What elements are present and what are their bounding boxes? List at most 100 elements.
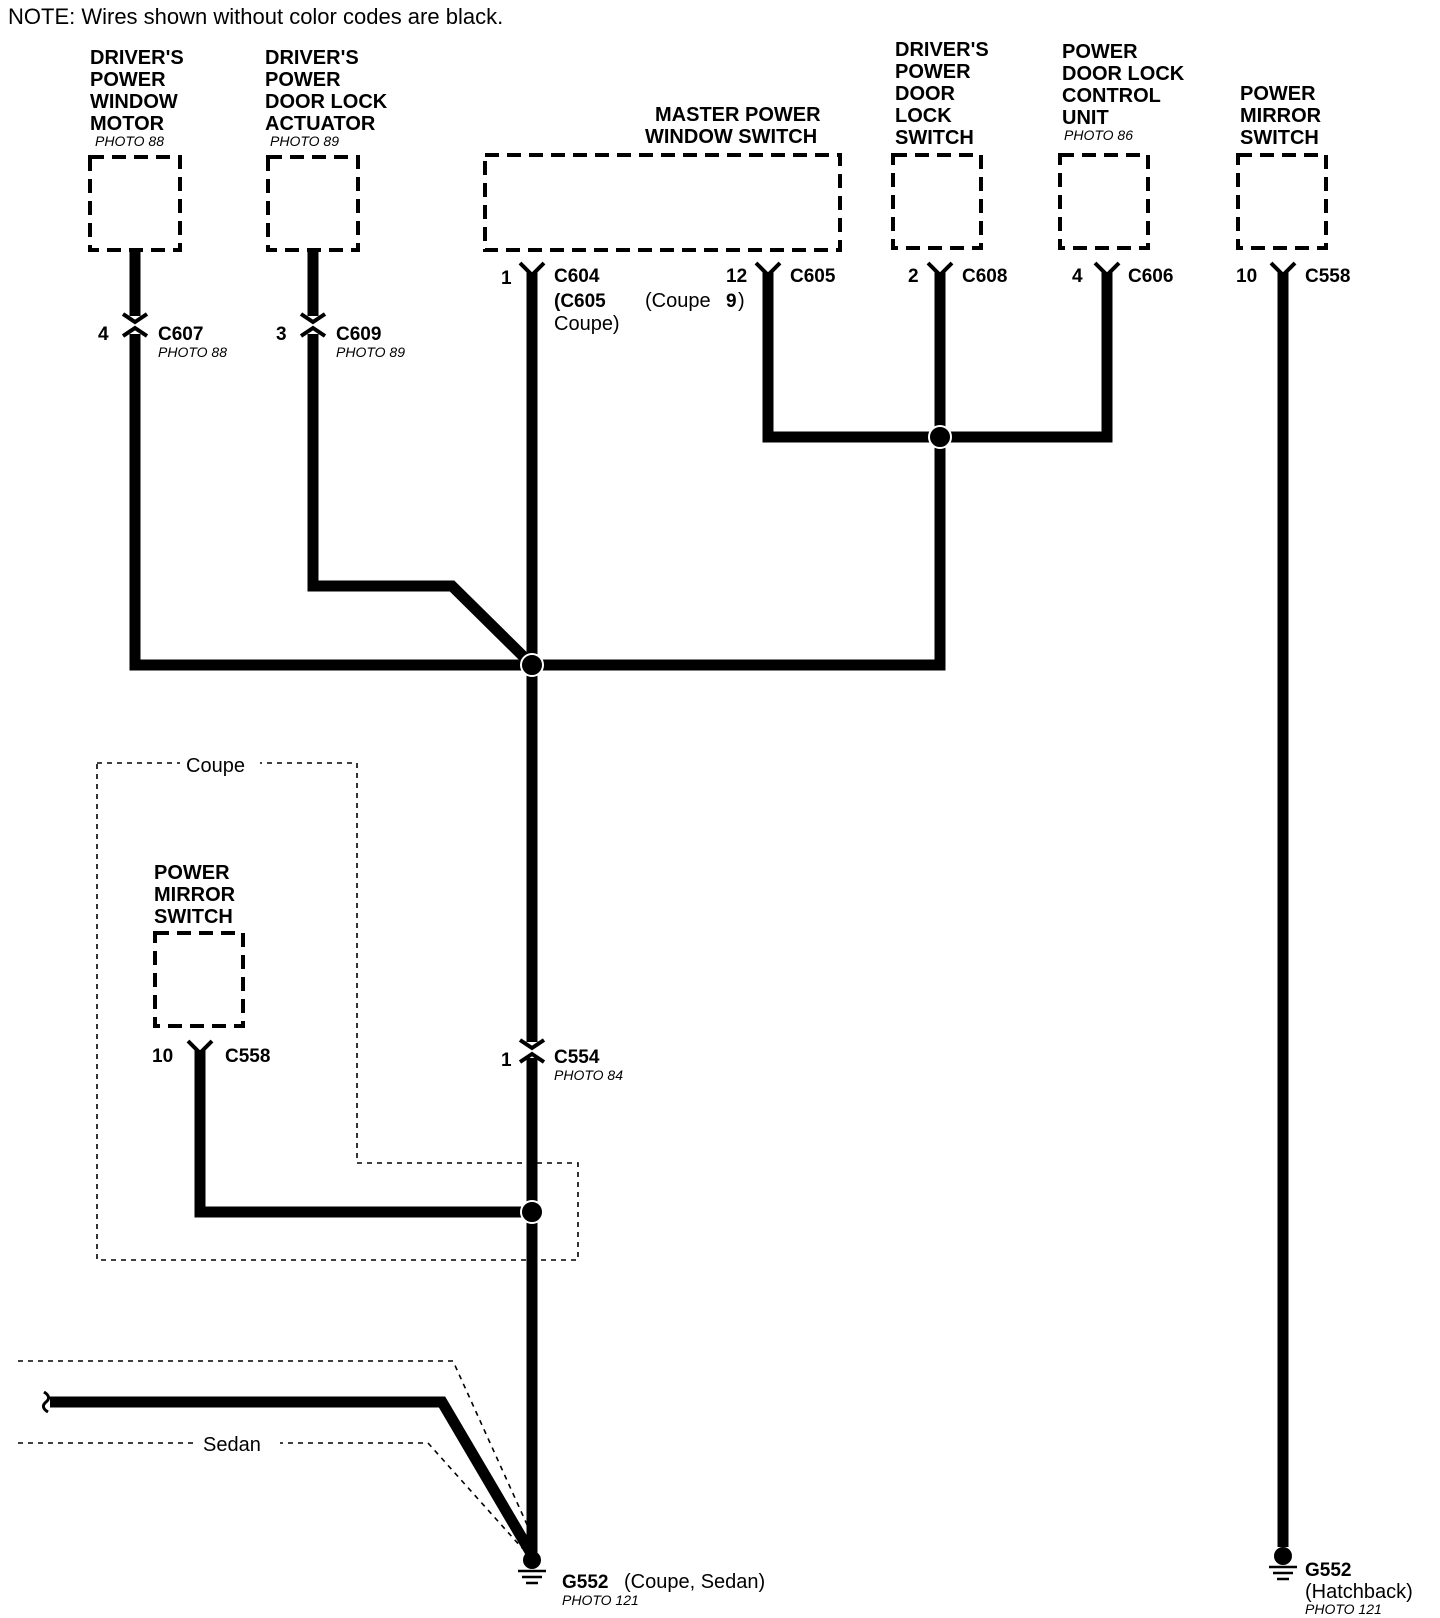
g552-main-variant: (Coupe, Sedan) [624, 1571, 765, 1593]
c607-name: C607 [158, 324, 203, 345]
label-line: DOOR LOCK [1062, 63, 1185, 85]
c606-pin: 4 [1072, 266, 1083, 287]
label-line: CONTROL [1062, 85, 1161, 107]
wire-door-lock-switch [532, 272, 946, 671]
sedan-label-bg [195, 1432, 280, 1456]
c558-hatchback-name: C558 [1305, 266, 1350, 287]
sedan-region-bottom-border [18, 1442, 523, 1549]
label-line: MASTER POWER [655, 104, 821, 126]
power-door-lock-control-unit-box [1058, 153, 1150, 250]
label-line: MIRROR [154, 884, 236, 906]
c609-photo: PHOTO 89 [336, 344, 405, 360]
wire-window-motor-lower [129, 333, 532, 671]
photo-ref: PHOTO 89 [270, 133, 339, 149]
c607-photo: PHOTO 88 [158, 344, 227, 360]
drivers-power-window-motor-box [88, 155, 182, 252]
wire-break-symbol [41, 1390, 51, 1414]
power-mirror-switch-hatchback-label: POWER MIRROR SWITCH [1240, 83, 1322, 149]
splice-main [520, 653, 544, 677]
c609-pin: 3 [276, 324, 287, 345]
c605-pin: 12 [726, 266, 747, 287]
photo-ref: PHOTO 88 [95, 133, 164, 149]
wire-sedan [50, 1396, 537, 1558]
wire-door-lock-actuator-lower [307, 333, 536, 669]
label-line: WINDOW SWITCH [645, 126, 817, 148]
g552-hatchback-ground-symbol [1269, 1547, 1297, 1581]
c604-alt-variant: Coupe) [554, 313, 620, 335]
g552-main-name: G552 [562, 1572, 608, 1593]
c606-name: C606 [1128, 266, 1173, 287]
power-door-lock-control-unit-label: POWER DOOR LOCK CONTROL UNIT PHOTO 86 [1062, 41, 1185, 143]
c604-pin: 1 [501, 268, 512, 289]
drivers-power-door-lock-switch-box [891, 153, 983, 250]
sedan-region-top-border [18, 1360, 535, 1541]
c554-photo: PHOTO 84 [554, 1067, 623, 1083]
c607-pin: 4 [98, 324, 109, 345]
photo-ref: PHOTO 86 [1064, 127, 1133, 143]
coupe-region-outline [96, 762, 579, 1261]
c554-name: C554 [554, 1047, 600, 1068]
power-mirror-switch-coupe-label: POWER MIRROR SWITCH [154, 862, 236, 928]
label-line: WINDOW [90, 91, 178, 113]
label-line: DRIVER'S [895, 39, 989, 61]
master-power-window-switch-box [483, 153, 842, 252]
c605-connector-symbol [754, 261, 782, 278]
label-line: POWER [265, 69, 341, 91]
c608-pin: 2 [908, 266, 919, 287]
g552-hatchback-variant: (Hatchback) [1305, 1581, 1413, 1603]
label-line: ACTUATOR [265, 113, 376, 135]
label-line: SWITCH [154, 906, 233, 928]
c609-name: C609 [336, 324, 381, 345]
c605-name: C605 [790, 266, 836, 287]
c608-name: C608 [962, 266, 1007, 287]
master-power-window-switch-label: MASTER POWER WINDOW SWITCH [645, 104, 821, 148]
c554-pin: 1 [501, 1050, 512, 1071]
label-line: UNIT [1062, 107, 1109, 129]
splice-coupe-mirror [520, 1200, 544, 1224]
coupe-label-bg [180, 752, 260, 776]
c558-coupe-pin: 10 [152, 1046, 173, 1067]
label-line: POWER [90, 69, 166, 91]
drivers-power-door-lock-actuator-label: DRIVER'S POWER DOOR LOCK ACTUATOR PHOTO … [265, 47, 388, 149]
power-mirror-switch-coupe-box [153, 931, 245, 1028]
label-line: LOCK [895, 105, 952, 127]
label-line: DOOR LOCK [265, 91, 388, 113]
sedan-region-label: Sedan [203, 1434, 261, 1456]
g552-main-ground-symbol [518, 1551, 546, 1585]
label-line: POWER [895, 61, 971, 83]
c558-hatchback-connector-symbol [1269, 261, 1297, 278]
g552-hatchback-name: G552 [1305, 1560, 1351, 1581]
c609-connector-symbol [299, 312, 327, 338]
drivers-power-window-motor-label: DRIVER'S POWER WINDOW MOTOR PHOTO 88 [90, 47, 184, 149]
label-line: POWER [1240, 83, 1316, 105]
power-mirror-switch-hatchback-box [1236, 153, 1328, 250]
c604-connector-symbol [518, 261, 546, 278]
c606-connector-symbol [1093, 261, 1121, 278]
g552-main-photo: PHOTO 121 [562, 1592, 639, 1608]
c604-alt-pin-label: (Coupe [645, 290, 711, 312]
splice-door-lock [928, 425, 952, 449]
label-line: DRIVER'S [265, 47, 359, 69]
c604-alt-pin-close: ) [738, 290, 745, 312]
c604-alt-name: (C605 [554, 291, 606, 312]
drivers-power-door-lock-actuator-box [266, 155, 360, 252]
label-line: MIRROR [1240, 105, 1322, 127]
c558-coupe-connector-symbol [186, 1039, 214, 1056]
note-text: NOTE: Wires shown without color codes ar… [8, 4, 503, 29]
wire-coupe-mirror [194, 1050, 532, 1218]
label-line: DOOR [895, 83, 956, 105]
c604-name: C604 [554, 266, 600, 287]
c608-connector-symbol [926, 261, 954, 278]
coupe-region-label: Coupe [186, 755, 245, 777]
label-line: SWITCH [895, 127, 974, 149]
c554-connector-symbol [518, 1038, 546, 1064]
label-line: SWITCH [1240, 127, 1319, 149]
drivers-power-door-lock-switch-label: DRIVER'S POWER DOOR LOCK SWITCH [895, 39, 989, 149]
g552-hatchback-photo: PHOTO 121 [1305, 1601, 1382, 1617]
c558-hatchback-pin: 10 [1236, 266, 1257, 287]
c604-alt-pin: 9 [726, 291, 737, 312]
label-line: DRIVER'S [90, 47, 184, 69]
label-line: MOTOR [90, 113, 165, 135]
c607-connector-symbol [121, 312, 149, 338]
